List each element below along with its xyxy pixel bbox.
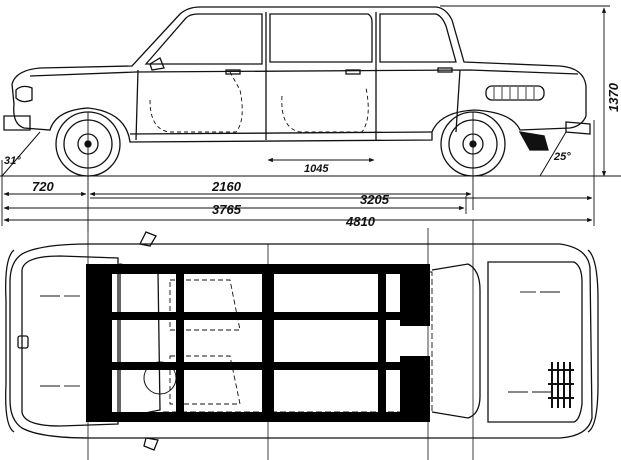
frame-rail-upper-mid [86, 312, 430, 320]
dim-front-overhang: 720 [32, 179, 54, 194]
roof-outline [160, 271, 433, 413]
dim-body-length: 3765 [212, 202, 242, 217]
side-mirror [149, 57, 165, 71]
top-mirror-left [139, 231, 157, 247]
dimension-lines [1, 5, 610, 232]
rear-door-line [455, 69, 461, 133]
front-hood [21, 255, 119, 427]
front-bumper [3, 115, 31, 131]
hood-vents [40, 291, 560, 393]
front-seats [169, 279, 241, 405]
departure-angle-line [539, 131, 567, 177]
top-rear-bumper [587, 249, 599, 433]
beltline [29, 69, 579, 77]
frame-rail-lower-mid [86, 362, 430, 370]
rear-bumper [565, 121, 591, 135]
rear-seat-outline [281, 87, 369, 133]
rear-air-intake [485, 85, 545, 101]
sill-line [129, 131, 433, 135]
frame-crossmember-rear-b [400, 264, 430, 326]
chassis-frame [86, 264, 430, 422]
approach-angle-line [1, 131, 41, 177]
frame-gap-fill [176, 264, 184, 422]
front-window [144, 13, 263, 65]
frame-crossmember-mid [262, 264, 274, 422]
front-door-line [135, 69, 139, 141]
air-intake-slats [493, 87, 535, 99]
middle-window [269, 13, 373, 63]
dim-departure-angle: 25° [553, 151, 571, 163]
dim-height: 1370 [606, 82, 621, 112]
dim-rear-length: 3205 [360, 192, 390, 207]
dim-center-insert: 1045 [304, 163, 329, 175]
top-body-outline [9, 243, 593, 439]
dim-wheelbase: 2160 [211, 179, 242, 194]
frame-crossmember-front [86, 264, 112, 422]
top-mirror-right [143, 437, 159, 451]
side-view [0, 5, 621, 232]
dim-overall-length: 4810 [345, 214, 376, 229]
fuel-cap [17, 335, 29, 349]
rear-door-handle [437, 67, 453, 73]
top-front-bumper [5, 249, 15, 433]
rear-window-top [431, 263, 481, 419]
middle-door-handle [345, 69, 361, 75]
frame-rail-bottom [86, 412, 430, 422]
front-door-handle [225, 69, 241, 75]
body-outline [11, 6, 587, 143]
frame-crossmember-rear-c [400, 356, 430, 422]
front-seat-outline [149, 71, 243, 133]
rear-window [379, 13, 457, 63]
rear-deck [487, 261, 583, 423]
dim-approach-angle: 31° [4, 155, 21, 167]
windshield [119, 263, 161, 419]
rear-exhaust [518, 131, 549, 151]
frame-rail-top [86, 264, 430, 274]
engine-grille [548, 362, 574, 408]
frame-crossmember-rear-a [378, 264, 386, 422]
headlight [15, 85, 33, 103]
